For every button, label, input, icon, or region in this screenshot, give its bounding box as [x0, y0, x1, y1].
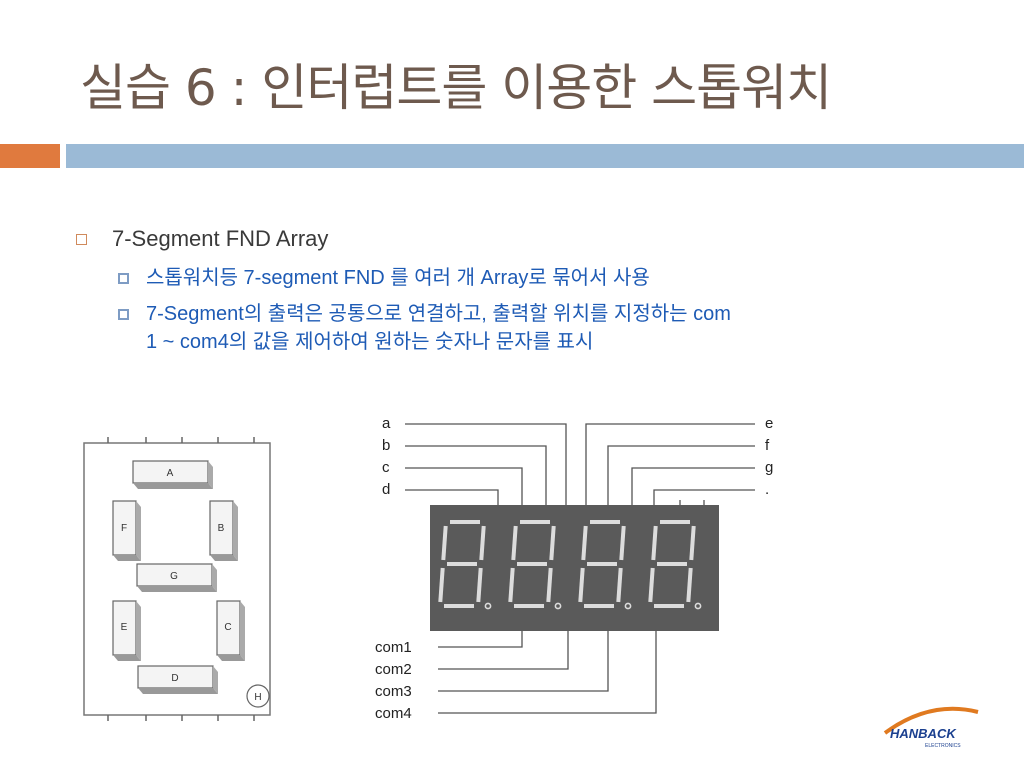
bullet-main-text: 7-Segment FND Array: [112, 226, 329, 251]
segment-h-dot: H: [246, 684, 270, 708]
logo-subtext: ELECTRONICS: [925, 743, 961, 749]
pin-stubs: [679, 500, 705, 505]
digit-seg-b: [689, 525, 696, 561]
digit-seg-e: [648, 567, 655, 603]
digit-seg-e: [438, 567, 445, 603]
segment-f: F: [112, 500, 141, 561]
segment-g-label: G: [170, 571, 178, 582]
pins-top: [107, 437, 255, 443]
pin-label-g: g: [765, 459, 773, 476]
segment-a: A: [132, 460, 213, 489]
digit-dp: [554, 602, 562, 610]
bullet-list: 7-Segment FND Array 스톱워치등 7-segment FND …: [70, 224, 970, 356]
pin-label-dp: .: [765, 481, 769, 498]
digit-seg-b: [479, 525, 486, 561]
pin-label-f: f: [765, 437, 770, 454]
fnd-display-body: [430, 505, 719, 631]
segment-d-label: D: [171, 673, 178, 684]
pin-label-a: a: [382, 415, 391, 432]
fnd-digit: [508, 520, 562, 610]
sub-bullet-2: 7-Segment의 출력은 공통으로 연결하고, 출력할 위치를 지정하는 c…: [118, 300, 966, 356]
segment-e-label: E: [121, 622, 128, 633]
digit-seg-f: [511, 525, 518, 561]
sub-bullet-2-line1: 7-Segment의 출력은 공통으로 연결하고, 출력할 위치를 지정하는 c…: [146, 303, 731, 325]
sub-bullet-2-line2: 1 ~ com4의 값을 제어하여 원하는 숫자나 문자를 표시: [146, 331, 594, 353]
fnd-array-diagram: a b c d e f g . com1 com2 co: [375, 415, 773, 722]
digit-seg-f: [441, 525, 448, 561]
hanback-logo: HANBACK ELECTRONICS: [883, 706, 979, 749]
segment-g: G: [136, 563, 217, 592]
segment-c: C: [216, 600, 245, 661]
digit-seg-c: [476, 567, 483, 603]
segment-a-label: A: [167, 468, 174, 479]
digit-seg-c: [616, 567, 623, 603]
square-bullet-icon: [118, 273, 129, 284]
bullet-main: 7-Segment FND Array: [70, 224, 970, 254]
segment-b: B: [209, 500, 238, 561]
slide-title: 실습 6 : 인터럽트를 이용한 스톱워치: [80, 59, 832, 117]
com-label-2: com2: [375, 661, 412, 678]
pin-label-e: e: [765, 415, 773, 432]
pin-label-c: c: [382, 459, 390, 476]
fnd-digit: [648, 520, 702, 610]
segment-f-label: F: [121, 523, 127, 534]
digit-seg-c: [546, 567, 553, 603]
digit-seg-b: [549, 525, 556, 561]
square-bullet-icon: [118, 309, 129, 320]
fnd-digits: [438, 520, 702, 610]
accent-bar-orange: [0, 144, 60, 168]
digit-seg-c: [686, 567, 693, 603]
com-label-4: com4: [375, 705, 412, 722]
segment-e: E: [112, 600, 141, 661]
wires-com: [438, 631, 657, 714]
pin-label-d: d: [382, 481, 390, 498]
segment-d: D: [137, 665, 218, 694]
fnd-digit: [438, 520, 492, 610]
digit-seg-f: [581, 525, 588, 561]
digit-seg-e: [508, 567, 515, 603]
digit-seg-f: [651, 525, 658, 561]
sub-bullet-1: 스톱워치등 7-segment FND 를 여러 개 Array로 묶어서 사용: [118, 264, 966, 292]
pins-bottom: [107, 715, 255, 721]
seven-segment-diagram: A F B G E: [83, 437, 271, 721]
accent-bar-blue: [66, 144, 1024, 168]
com-label-3: com3: [375, 683, 412, 700]
digit-dp: [694, 602, 702, 610]
wires-top-left: [405, 423, 567, 505]
fnd-digit: [578, 520, 632, 610]
logo-text: HANBACK: [890, 726, 957, 741]
segment-c-label: C: [224, 622, 231, 633]
pin-label-b: b: [382, 437, 390, 454]
segment-b-label: B: [218, 523, 225, 534]
digit-dp: [624, 602, 632, 610]
com-label-1: com1: [375, 639, 412, 656]
wires-top-right: [585, 423, 755, 505]
hanback-logo-icon: [883, 706, 979, 735]
digit-dp: [484, 602, 492, 610]
digit-seg-e: [578, 567, 585, 603]
segment-h-label: H: [254, 692, 261, 703]
sub-bullet-1-text: 스톱워치등 7-segment FND 를 여러 개 Array로 묶어서 사용: [146, 267, 650, 289]
square-bullet-icon: [76, 234, 87, 245]
digit-seg-b: [619, 525, 626, 561]
